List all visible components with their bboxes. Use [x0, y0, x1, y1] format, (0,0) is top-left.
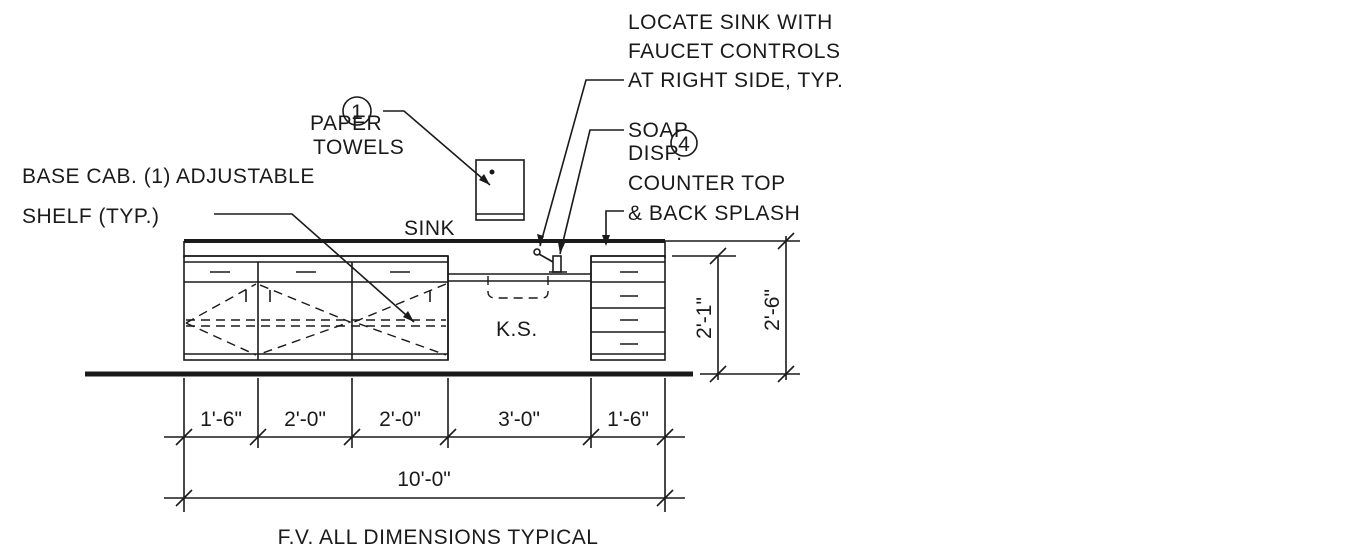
arrowhead-shelf: [403, 311, 414, 322]
dim-seg1: 1'-6": [200, 408, 242, 431]
drawing-caption: F.V. ALL DIMENSIONS TYPICAL: [278, 526, 599, 549]
tag-paper-number: 1: [351, 101, 363, 124]
leader-shelf: [214, 213, 415, 323]
note-sink-line3: AT RIGHT SIDE, TYP.: [628, 69, 843, 92]
tag-circle-4: [670, 129, 698, 157]
drawer-base-right: [590, 255, 666, 361]
base-cabinets-left: [183, 255, 449, 361]
note-soap-line2: DISP.: [628, 142, 683, 165]
dim-overall: 10'-0": [397, 468, 451, 491]
dim-counter-height: 2'-1": [693, 297, 716, 339]
note-paper-line1: PAPER: [310, 112, 382, 135]
leader-soap-disp: [559, 129, 624, 255]
arrowhead-paper-towels: [479, 174, 490, 185]
leader-paper-towels: [383, 110, 491, 186]
faucet: [533, 248, 567, 273]
note-sink-line1: LOCATE SINK WITH: [628, 11, 833, 34]
dim-seg3: 2'-0": [379, 408, 421, 431]
dim-seg5: 1'-6": [607, 408, 649, 431]
knee-space-sink: [447, 256, 592, 360]
tag-soap-number: 4: [678, 133, 690, 156]
note-counter-line2: & BACK SPLASH: [628, 202, 800, 225]
note-paper-line2: TOWELS: [313, 136, 404, 159]
dim-seg2: 2'-0": [284, 408, 326, 431]
note-sink-line2: FAUCET CONTROLS: [628, 40, 840, 63]
leader-sink-note: [539, 79, 624, 247]
height-dimensions: [665, 232, 800, 383]
label-knee-space: K.S.: [496, 318, 538, 341]
note-shelf-line1: BASE CAB. (1) ADJUSTABLE: [22, 165, 315, 188]
note-shelf-line2: SHELF (TYP.): [22, 205, 159, 228]
paper-towel-dispenser: [475, 159, 525, 221]
width-dimensions: [164, 378, 685, 512]
leader-counter-top: [605, 210, 624, 244]
dim-backsplash-height: 2'-6": [761, 289, 784, 331]
tag-circle-1: [342, 96, 372, 126]
note-counter-line1: COUNTER TOP: [628, 172, 786, 195]
dim-seg4: 3'-0": [498, 408, 540, 431]
arrowhead-soap-disp: [558, 242, 565, 254]
label-sink: SINK: [404, 217, 455, 240]
